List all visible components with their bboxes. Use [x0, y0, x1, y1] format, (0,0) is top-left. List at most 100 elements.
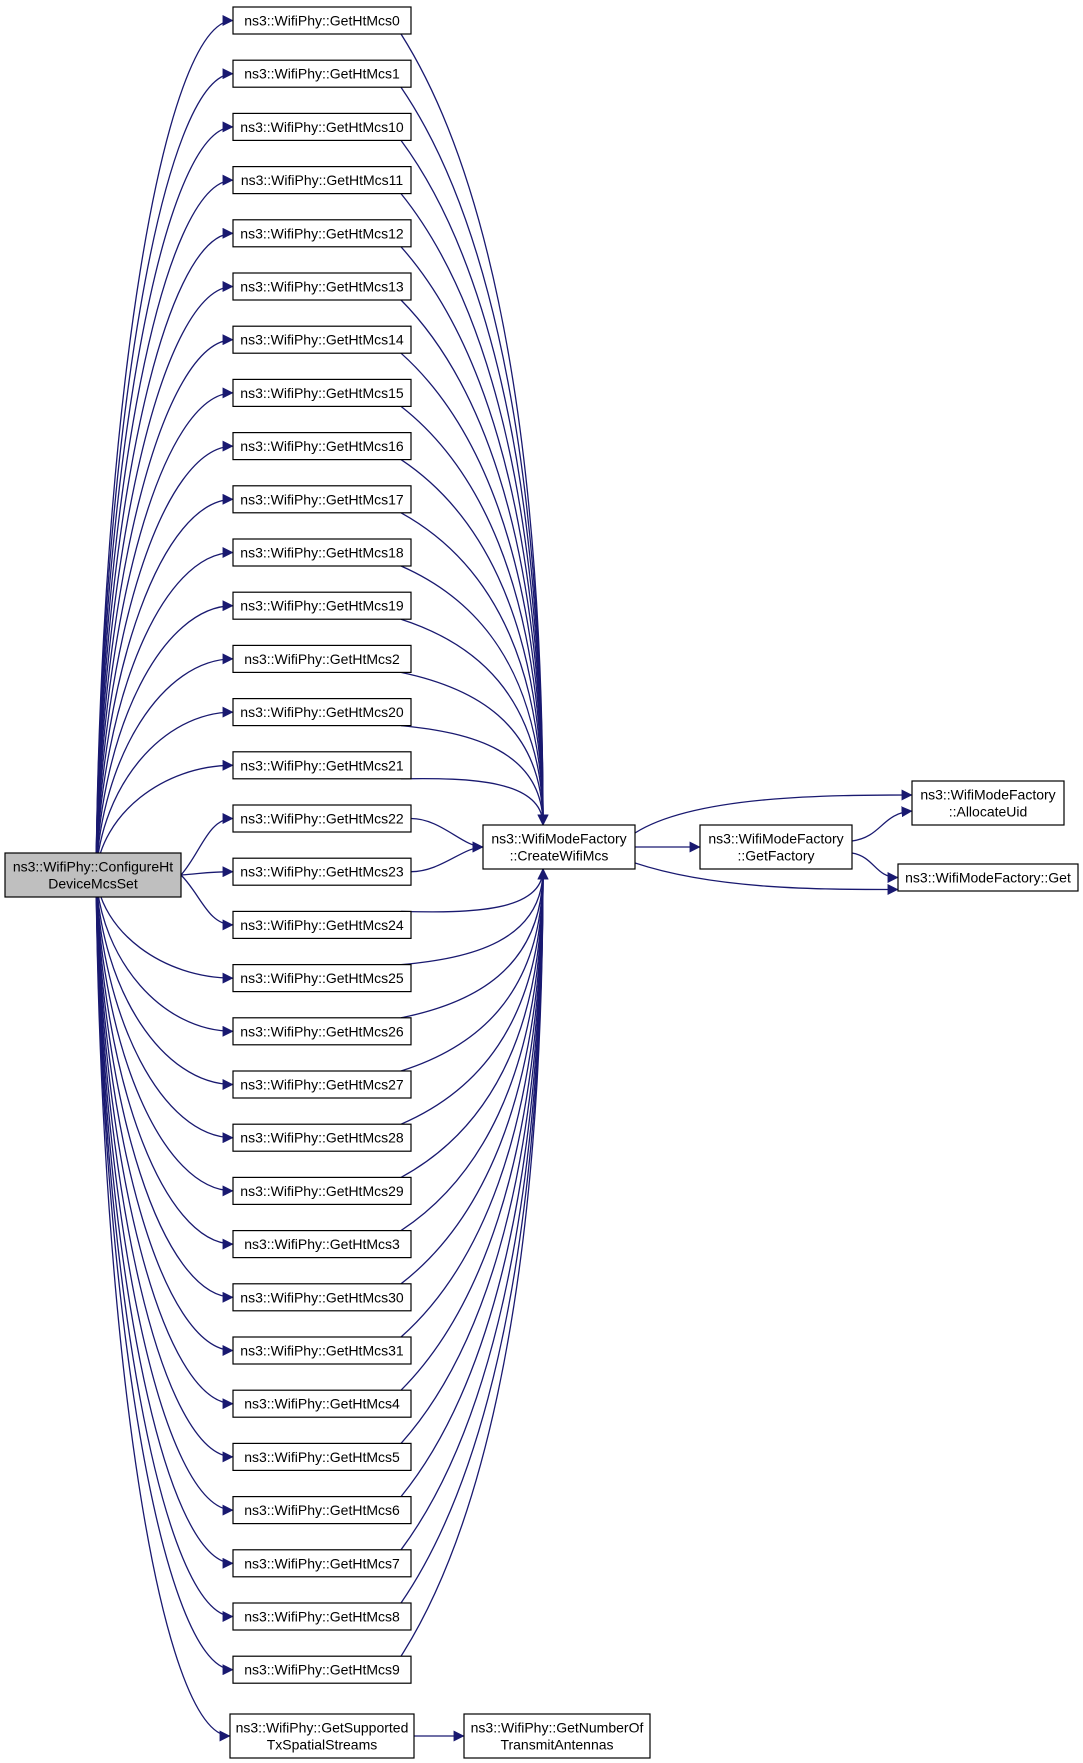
node-box[interactable]	[232, 325, 412, 354]
node-box[interactable]	[232, 1389, 412, 1418]
node-box[interactable]	[232, 857, 412, 886]
node-m27[interactable]: ns3::WifiPhy::GetHtMcs27	[232, 1070, 412, 1099]
node-box[interactable]	[232, 1123, 412, 1152]
node-box[interactable]	[232, 485, 412, 514]
node-m14[interactable]: ns3::WifiPhy::GetHtMcs14	[232, 325, 412, 354]
node-box[interactable]	[463, 1713, 651, 1759]
node-m4[interactable]: ns3::WifiPhy::GetHtMcs4	[232, 1389, 412, 1418]
node-box[interactable]	[232, 378, 412, 407]
node-box[interactable]	[232, 1283, 412, 1312]
node-m2[interactable]: ns3::WifiPhy::GetHtMcs2	[232, 644, 412, 674]
edge-m17-to-create	[400, 512, 549, 826]
edge-arrow	[400, 405, 549, 826]
node-m3[interactable]: ns3::WifiPhy::GetHtMcs3	[232, 1229, 412, 1259]
node-m24[interactable]: ns3::WifiPhy::GetHtMcs24	[232, 910, 412, 940]
node-box[interactable]	[232, 1070, 412, 1099]
node-m20[interactable]: ns3::WifiPhy::GetHtMcs20	[232, 697, 412, 727]
node-m23[interactable]: ns3::WifiPhy::GetHtMcs23	[232, 857, 412, 886]
node-box[interactable]	[911, 780, 1065, 826]
node-m5[interactable]: ns3::WifiPhy::GetHtMcs5	[232, 1442, 412, 1472]
edge-configure-to-m3	[95, 874, 234, 1250]
node-box[interactable]	[232, 432, 412, 461]
node-box[interactable]	[232, 591, 412, 620]
node-box[interactable]	[232, 538, 412, 567]
node-m13[interactable]: ns3::WifiPhy::GetHtMcs13	[232, 272, 412, 301]
node-box[interactable]	[232, 272, 412, 301]
node-box[interactable]	[232, 59, 412, 88]
edge-m10-to-create	[400, 140, 549, 826]
edge-create-to-allocate	[634, 789, 913, 834]
node-m18[interactable]: ns3::WifiPhy::GetHtMcs18	[232, 538, 412, 567]
node-m1[interactable]: ns3::WifiPhy::GetHtMcs1	[232, 59, 412, 88]
node-m8[interactable]: ns3::WifiPhy::GetHtMcs8	[232, 1602, 412, 1631]
node-box[interactable]	[699, 824, 853, 870]
node-box[interactable]	[232, 1655, 412, 1684]
node-box[interactable]	[232, 697, 412, 727]
node-box[interactable]	[232, 1336, 412, 1365]
node-m25[interactable]: ns3::WifiPhy::GetHtMcs25	[232, 963, 412, 993]
node-box[interactable]	[232, 112, 412, 142]
node-box[interactable]	[232, 1602, 412, 1631]
node-m10[interactable]: ns3::WifiPhy::GetHtMcs10	[232, 112, 412, 142]
edge-m11-to-create	[400, 193, 549, 826]
node-box[interactable]	[232, 804, 412, 833]
node-box[interactable]	[232, 1549, 412, 1578]
edge-arrow	[400, 868, 549, 1072]
node-m19[interactable]: ns3::WifiPhy::GetHtMcs19	[232, 591, 412, 620]
node-m31[interactable]: ns3::WifiPhy::GetHtMcs31	[232, 1336, 412, 1365]
node-box[interactable]	[232, 6, 412, 35]
node-numtx[interactable]: ns3::WifiPhy::GetNumberOfTransmitAntenna…	[463, 1713, 651, 1759]
edge-configure-to-m30	[95, 874, 234, 1303]
node-box[interactable]	[232, 1229, 412, 1259]
node-box[interactable]	[232, 963, 412, 993]
edge-arrow	[410, 817, 484, 853]
node-supported[interactable]: ns3::WifiPhy::GetSupportedTxSpatialStrea…	[229, 1713, 415, 1759]
edge-configure-to-supported	[95, 874, 231, 1742]
edge-m24-to-create	[400, 868, 549, 913]
node-m30[interactable]: ns3::WifiPhy::GetHtMcs30	[232, 1283, 412, 1312]
node-get[interactable]: ns3::WifiModeFactory::Get	[897, 863, 1079, 892]
node-box[interactable]	[232, 219, 412, 248]
edge-configure-to-m13	[95, 281, 234, 876]
node-m26[interactable]: ns3::WifiPhy::GetHtMcs26	[232, 1017, 412, 1046]
node-create[interactable]: ns3::WifiModeFactory::CreateWifiMcs	[482, 824, 636, 870]
node-m0[interactable]: ns3::WifiPhy::GetHtMcs0	[232, 6, 412, 35]
node-m11[interactable]: ns3::WifiPhy::GetHtMcs11	[232, 166, 412, 195]
node-label: ns3::WifiPhy::GetHtMcs4	[244, 1396, 400, 1412]
node-box[interactable]	[232, 1495, 412, 1525]
node-box[interactable]	[232, 1176, 412, 1206]
node-box[interactable]	[232, 166, 412, 195]
node-box[interactable]	[232, 910, 412, 940]
node-m28[interactable]: ns3::WifiPhy::GetHtMcs28	[232, 1123, 412, 1152]
node-label: ns3::WifiPhy::GetHtMcs6	[244, 1502, 400, 1518]
node-m16[interactable]: ns3::WifiPhy::GetHtMcs16	[232, 432, 412, 461]
edge-m14-to-create	[400, 352, 549, 826]
node-label: ns3::WifiPhy::GetHtMcs27	[240, 1077, 404, 1093]
node-m22[interactable]: ns3::WifiPhy::GetHtMcs22	[232, 804, 412, 833]
edge-m30-to-create	[400, 868, 549, 1285]
node-m6[interactable]: ns3::WifiPhy::GetHtMcs6	[232, 1495, 412, 1525]
node-allocate[interactable]: ns3::WifiModeFactory::AllocateUid	[911, 780, 1065, 826]
node-m9[interactable]: ns3::WifiPhy::GetHtMcs9	[232, 1655, 412, 1684]
edge-arrow	[95, 600, 234, 876]
node-box[interactable]	[4, 852, 182, 898]
node-m12[interactable]: ns3::WifiPhy::GetHtMcs12	[232, 219, 412, 248]
node-box[interactable]	[232, 1442, 412, 1472]
node-m7[interactable]: ns3::WifiPhy::GetHtMcs7	[232, 1549, 412, 1578]
node-box[interactable]	[482, 824, 636, 870]
node-m15[interactable]: ns3::WifiPhy::GetHtMcs15	[232, 378, 412, 407]
edge-arrow	[95, 706, 234, 876]
node-m29[interactable]: ns3::WifiPhy::GetHtMcs29	[232, 1176, 412, 1206]
node-m21[interactable]: ns3::WifiPhy::GetHtMcs21	[232, 751, 412, 780]
node-box[interactable]	[229, 1713, 415, 1759]
node-box[interactable]	[232, 751, 412, 780]
edge-arrow	[400, 868, 549, 1498]
node-m17[interactable]: ns3::WifiPhy::GetHtMcs17	[232, 485, 412, 514]
node-box[interactable]	[897, 863, 1079, 892]
node-getfactory[interactable]: ns3::WifiModeFactory::GetFactory	[699, 824, 853, 870]
node-box[interactable]	[232, 1017, 412, 1046]
edge-arrow	[851, 852, 899, 883]
node-box[interactable]	[232, 644, 412, 674]
edge-m12-to-create	[400, 246, 549, 826]
